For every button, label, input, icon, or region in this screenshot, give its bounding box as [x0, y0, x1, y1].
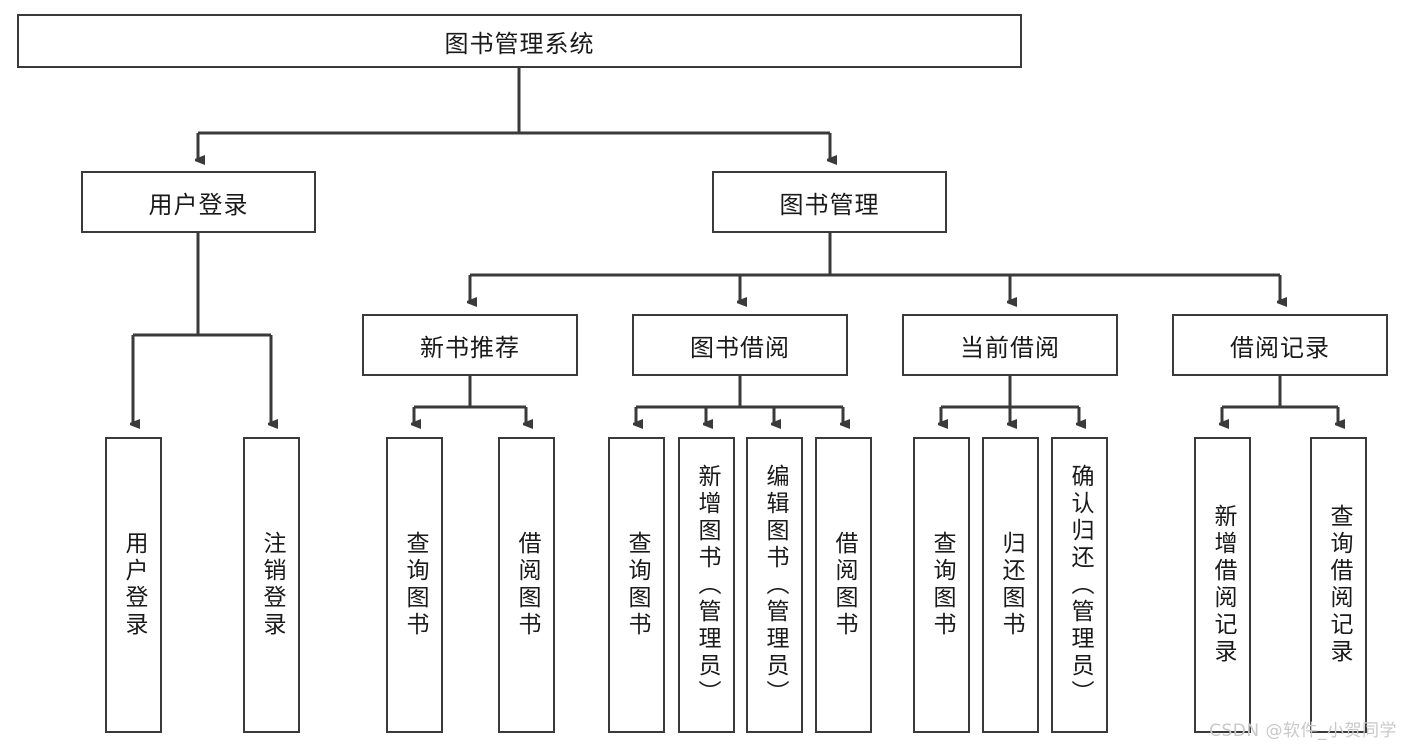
- node-borrow-record[interactable]: 借阅记录: [1172, 314, 1388, 376]
- leaf-label: 新增图书（管理员）: [694, 463, 720, 707]
- leaf-label: 用户登录: [121, 531, 147, 639]
- node-label: 用户登录: [148, 190, 249, 219]
- leaf-borrow-book-recommend[interactable]: 借阅图书: [498, 437, 555, 733]
- node-current-borrow[interactable]: 当前借阅: [902, 314, 1118, 376]
- node-label: 图书管理: [779, 190, 880, 219]
- leaf-label: 编辑图书（管理员）: [762, 463, 788, 707]
- node-root-system[interactable]: 图书管理系统: [17, 14, 1022, 68]
- leaf-user-login[interactable]: 用户登录: [105, 437, 162, 733]
- leaf-label: 查询借阅记录: [1326, 504, 1352, 666]
- node-label: 图书管理系统: [444, 29, 595, 58]
- leaf-query-book-borrow[interactable]: 查询图书: [608, 437, 665, 733]
- node-book-borrow[interactable]: 图书借阅: [632, 314, 848, 376]
- leaf-label: 查询图书: [402, 531, 428, 639]
- node-new-book-recommend[interactable]: 新书推荐: [362, 314, 578, 376]
- leaf-label: 借阅图书: [514, 531, 540, 639]
- node-label: 新书推荐: [420, 333, 520, 362]
- leaf-borrow-book[interactable]: 借阅图书: [815, 437, 872, 733]
- node-user-login[interactable]: 用户登录: [81, 171, 316, 233]
- leaf-add-borrow-record[interactable]: 新增借阅记录: [1194, 437, 1251, 733]
- leaf-edit-book-admin[interactable]: 编辑图书（管理员）: [746, 437, 803, 733]
- node-book-management[interactable]: 图书管理: [712, 171, 947, 233]
- node-label: 当前借阅: [960, 333, 1060, 362]
- leaf-add-book-admin[interactable]: 新增图书（管理员）: [678, 437, 735, 733]
- leaf-query-borrow-record[interactable]: 查询借阅记录: [1310, 437, 1367, 733]
- node-label: 借阅记录: [1230, 333, 1330, 362]
- leaf-label: 查询图书: [624, 531, 650, 639]
- leaf-label: 查询图书: [929, 531, 955, 639]
- leaf-label: 借阅图书: [831, 531, 857, 639]
- node-label: 图书借阅: [690, 333, 790, 362]
- leaf-confirm-return-admin[interactable]: 确认归还（管理员）: [1051, 437, 1108, 733]
- leaf-query-book-current[interactable]: 查询图书: [913, 437, 970, 733]
- leaf-label: 注销登录: [259, 531, 285, 639]
- leaf-label: 确认归还（管理员）: [1067, 463, 1093, 707]
- leaf-label: 归还图书: [998, 531, 1024, 639]
- leaf-return-book[interactable]: 归还图书: [982, 437, 1039, 733]
- leaf-user-logout[interactable]: 注销登录: [243, 437, 300, 733]
- leaf-label: 新增借阅记录: [1210, 504, 1236, 666]
- leaf-query-book-recommend[interactable]: 查询图书: [386, 437, 443, 733]
